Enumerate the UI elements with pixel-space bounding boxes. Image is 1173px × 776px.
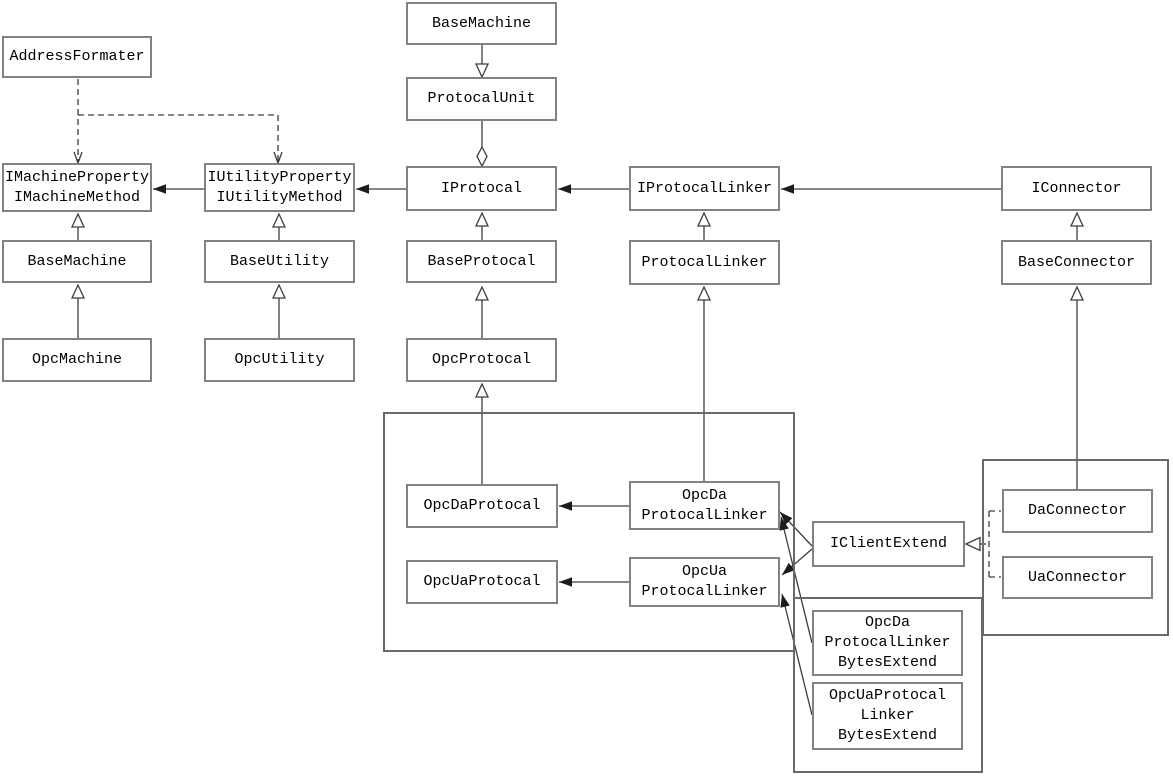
class-label: OpcUa: [681, 563, 727, 580]
dependency-arrowhead: [273, 151, 279, 164]
class-box-opcua-protocal: OpcUaProtocal: [406, 560, 558, 604]
class-box-opc-protocal: OpcProtocal: [406, 338, 557, 382]
generalization-triangle: [271, 283, 287, 299]
class-box-opcda-protocal: OpcDaProtocal: [406, 484, 558, 528]
class-box-base-machine-top: BaseMachine: [406, 2, 557, 45]
group-protocal: [383, 412, 795, 652]
class-label: IClientExtend: [829, 535, 948, 552]
class-box-protocal-linker: ProtocalLinker: [629, 240, 780, 285]
group-connector: [982, 459, 1169, 636]
class-box-base-protocal: BaseProtocal: [406, 240, 557, 283]
dependency-arrowhead: [277, 151, 283, 164]
association-arrowhead: [356, 184, 369, 194]
class-label: BaseConnector: [1017, 253, 1136, 271]
class-label: AddressFormater: [9, 48, 145, 65]
group-bytes: [793, 597, 983, 773]
class-label: BaseMachine: [27, 252, 127, 270]
class-label: BaseMachine: [431, 14, 532, 32]
class-label: DaConnector: [1027, 502, 1128, 519]
class-label: OpcUtility: [234, 351, 325, 368]
association-arrowhead: [558, 184, 571, 194]
class-box-iclient-extend: IClientExtend: [812, 521, 965, 567]
realization-triangle: [964, 536, 981, 552]
class-box-da-connector: DaConnector: [1002, 489, 1153, 533]
class-label: IMachineMethod: [13, 188, 141, 206]
association-arrowhead: [780, 594, 790, 608]
class-label: OpcDa: [864, 614, 910, 631]
class-box-iprotocal: IProtocal: [406, 166, 557, 211]
generalization-triangle: [474, 382, 490, 398]
class-label: ProtocalLinker: [641, 253, 768, 271]
class-box-address-formater: AddressFormater: [2, 36, 152, 78]
association-arrowhead: [782, 562, 795, 575]
class-label: ProtocalLinker: [824, 634, 951, 651]
association-line: [780, 516, 813, 644]
class-label: IProtocal: [440, 179, 522, 197]
class-box-protocal-unit: ProtocalUnit: [406, 77, 557, 121]
class-label: ProtocalLinker: [641, 583, 768, 600]
class-label: IUtilityProperty: [207, 168, 352, 186]
class-label: IUtilityMethod: [216, 188, 343, 206]
association-arrowhead: [153, 184, 166, 194]
class-box-iprotocal-linker: IProtocalLinker: [629, 166, 780, 211]
generalization-triangle: [271, 212, 287, 228]
association-line: [781, 593, 813, 716]
class-label: IMachineProperty: [4, 168, 150, 186]
dependency-arrowhead: [77, 151, 83, 164]
class-box-iconnector: IConnector: [1001, 166, 1152, 211]
class-box-base-connector: BaseConnector: [1001, 240, 1152, 285]
association-arrowhead: [559, 577, 572, 587]
generalization-triangle: [70, 283, 86, 299]
generalization-triangle: [1069, 211, 1085, 227]
class-label: Linker: [860, 707, 915, 724]
class-label: ProtocalLinker: [641, 506, 768, 524]
generalization-triangle: [474, 211, 490, 227]
class-box-base-machine-left: BaseMachine: [2, 240, 152, 283]
class-label: IConnector: [1031, 179, 1122, 197]
class-label: IProtocalLinker: [636, 179, 773, 197]
class-box-opc-utility: OpcUtility: [204, 338, 355, 382]
class-label: ProtocalUnit: [427, 90, 536, 107]
association-arrowhead: [780, 512, 793, 525]
generalization-triangle: [70, 212, 86, 228]
class-label: BaseUtility: [229, 252, 330, 270]
generalization-triangle: [696, 285, 712, 301]
association-arrowhead: [779, 517, 789, 531]
class-box-ua-connector: UaConnector: [1002, 556, 1153, 599]
generalization-triangle: [474, 63, 490, 79]
class-label: OpcDa: [681, 486, 727, 504]
class-box-opc-machine: OpcMachine: [2, 338, 152, 382]
class-label: OpcProtocal: [431, 351, 532, 368]
generalization-triangle: [696, 211, 712, 227]
class-label: BytesExtend: [837, 654, 938, 671]
class-label: OpcMachine: [31, 351, 122, 368]
aggregation-diamond: [476, 145, 488, 168]
class-label: UaConnector: [1027, 568, 1128, 586]
class-box-base-utility: BaseUtility: [204, 240, 355, 283]
class-label: OpcDaProtocal: [423, 497, 541, 514]
class-label: OpcUaProtocal: [828, 687, 947, 704]
association-arrowhead: [781, 184, 794, 194]
dependency-arrowhead: [73, 151, 79, 164]
class-label: BytesExtend: [837, 727, 938, 744]
generalization-triangle: [1069, 285, 1085, 301]
class-label: BaseProtocal: [427, 252, 536, 270]
association-arrowhead: [559, 501, 572, 511]
generalization-triangle: [474, 285, 490, 301]
class-label: OpcUaProtocal: [423, 573, 541, 590]
